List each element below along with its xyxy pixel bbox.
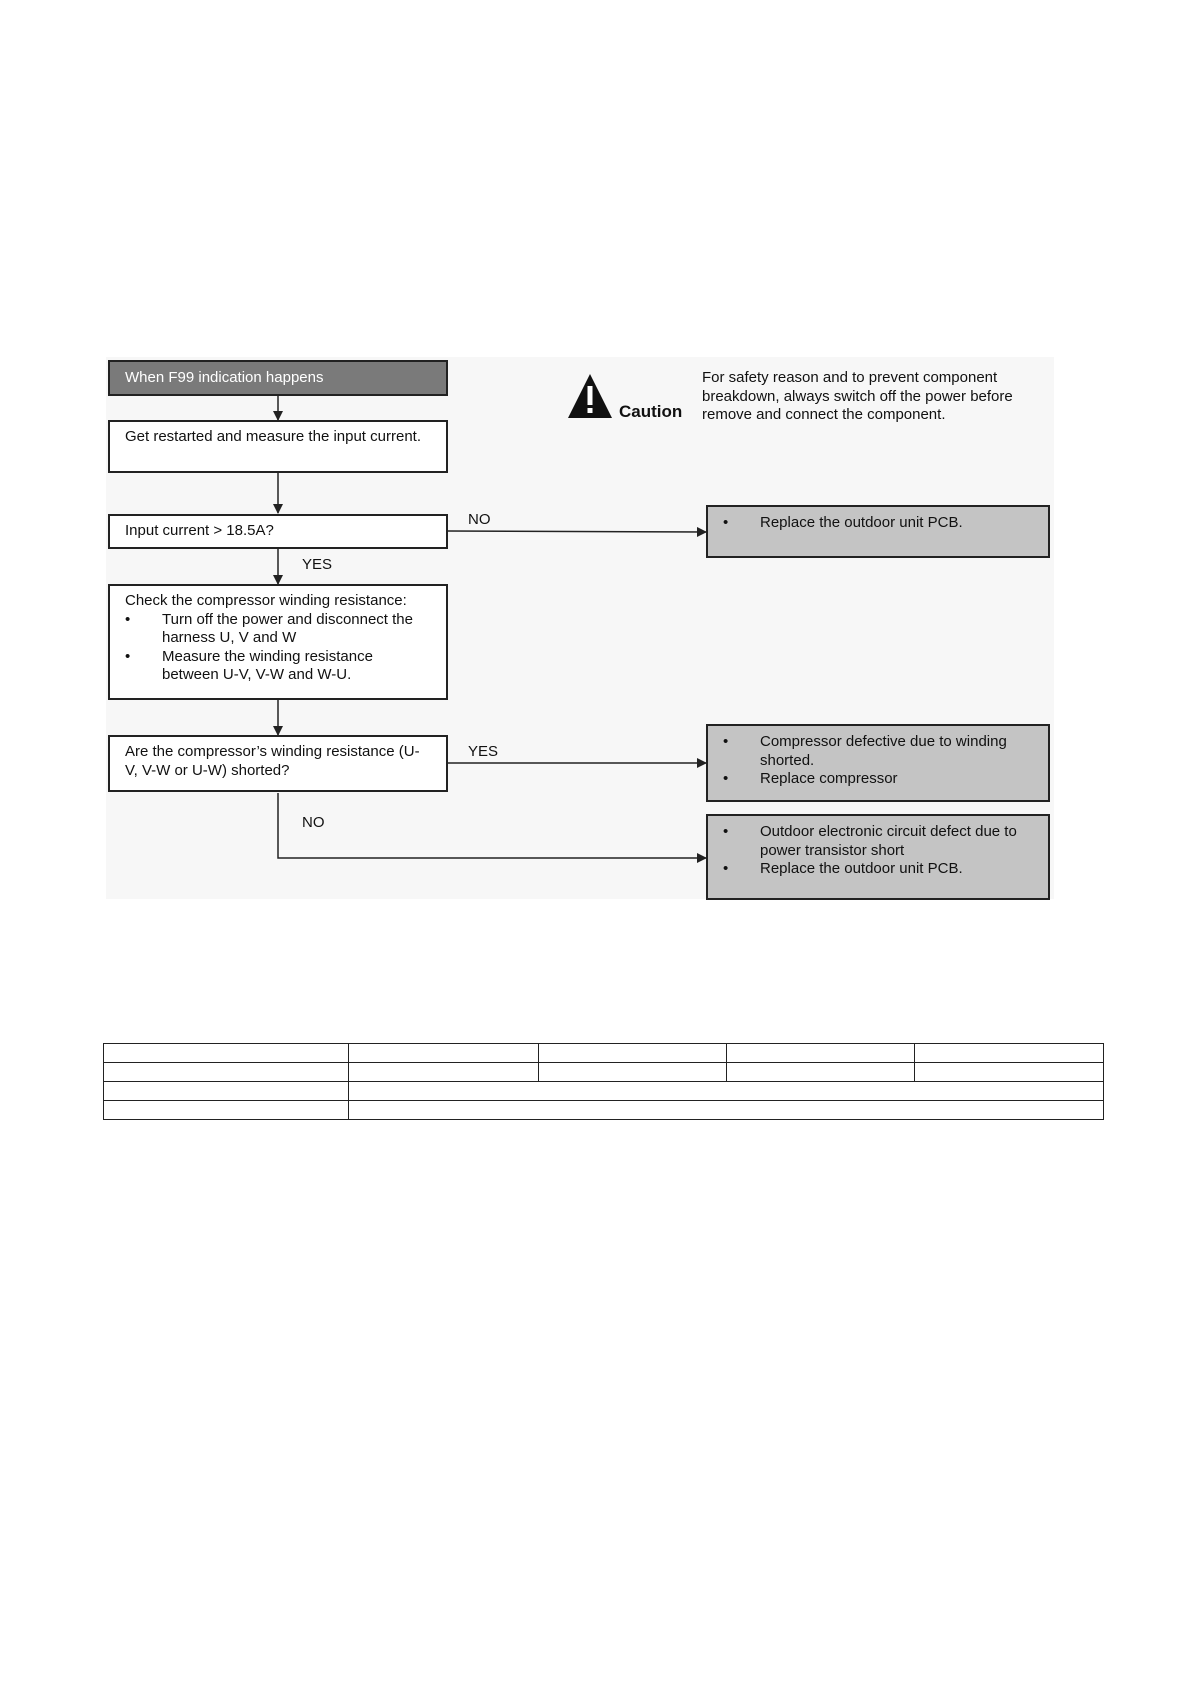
result-pcb-box: Replace the outdoor unit PCB. [706,505,1050,558]
check-list: Turn off the power and disconnect the ha… [125,611,432,685]
yes-label-2: YES [468,743,499,760]
result-item: Replace the outdoor unit PCB. [723,514,1038,533]
check-title: Check the compressor winding resistance: [125,592,407,609]
no-label-2: NO [302,814,325,831]
no-label-1: NO [468,511,491,528]
decision-shorted-box: Are the compressor’s winding resistance … [108,735,448,792]
start-text: When F99 indication happens [125,369,324,386]
decision-current-box: Input current > 18.5A? [108,514,448,549]
result-compressor-box: Compressor defective due to winding shor… [706,724,1050,802]
empty-table [103,1043,1104,1120]
arrow-no-to-pcb [447,526,707,537]
result-circuit-box: Outdoor electronic circuit defect due to… [706,814,1050,900]
decision-shorted-text: Are the compressor’s winding resistance … [125,743,420,779]
check-resistance-box: Check the compressor winding resistance:… [108,584,448,700]
decision-current-text: Input current > 18.5A? [125,522,274,539]
arrow-no-to-circuit [277,793,707,863]
caution-text: For safety reason and to prevent compone… [702,369,1013,423]
restart-text: Get restarted and measure the input curr… [125,428,421,445]
table-row [103,1100,1104,1120]
table-row [103,1081,1104,1101]
start-box: When F99 indication happens [108,360,448,396]
restart-box: Get restarted and measure the input curr… [108,420,448,473]
result-item: Replace compressor [723,770,1038,789]
result-item: Outdoor electronic circuit defect due to… [723,823,1038,860]
result-item: Replace the outdoor unit PCB. [723,860,1038,879]
check-item: Measure the winding resistance between U… [125,648,432,685]
caution-label: Caution [619,402,682,421]
warning-triangle-icon: Caution [568,374,682,421]
table-row [103,1043,1104,1063]
result-item: Compressor defective due to winding shor… [723,733,1038,770]
yes-label-1: YES [302,556,333,573]
table-row [103,1062,1104,1082]
check-item: Turn off the power and disconnect the ha… [125,611,432,648]
